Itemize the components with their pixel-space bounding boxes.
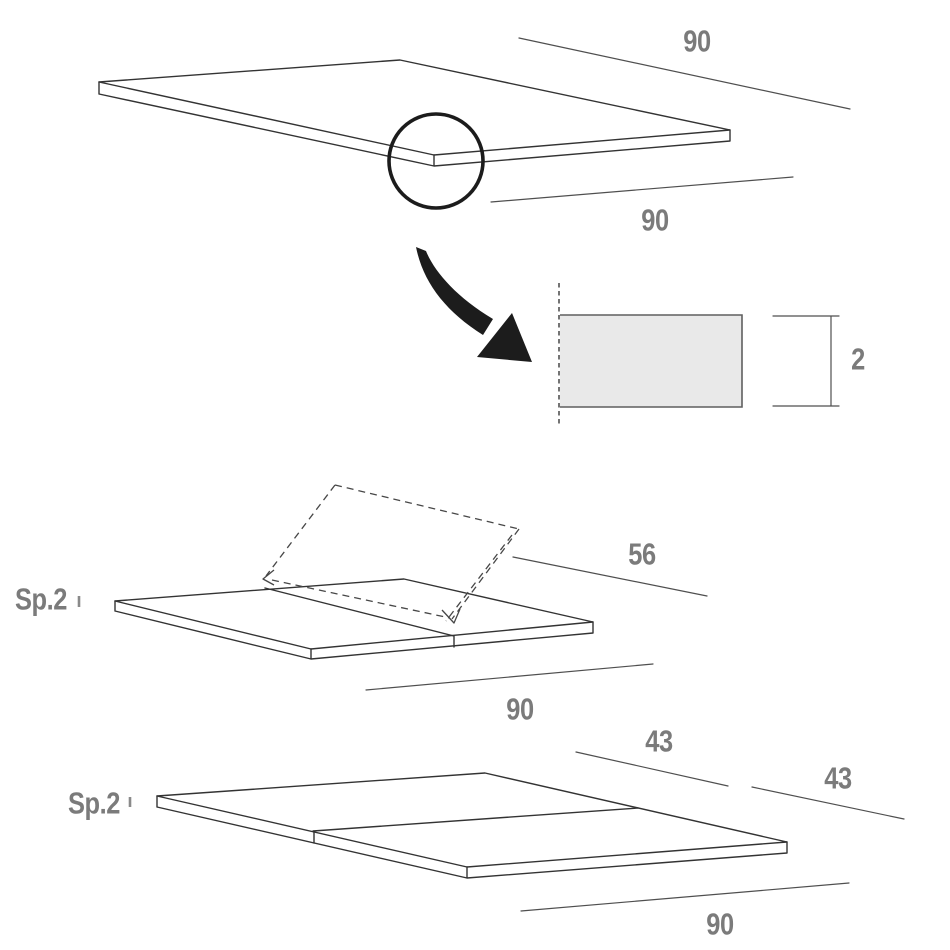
top-panel-top-face xyxy=(98,59,731,156)
bottom-sp2-label: Sp.2 xyxy=(67,785,121,821)
middle-panel-top-face xyxy=(114,578,594,650)
middle-sp2-label: Sp.2 xyxy=(14,581,68,617)
dim-line-middle-front xyxy=(365,663,654,691)
dim-label-bottom-half-far: 43 xyxy=(824,760,852,796)
leaf-hinge-edge xyxy=(271,579,451,619)
leaf-right-edge xyxy=(451,528,520,620)
detail-arrow-swoosh xyxy=(416,247,493,335)
section-rect-fill xyxy=(560,315,742,407)
corner-callout-circle xyxy=(387,112,485,210)
top-panel xyxy=(98,59,731,167)
leaf-right-edge-inner xyxy=(445,534,513,622)
middle-panel-thickness-edges xyxy=(114,600,594,660)
middle-panel xyxy=(114,484,594,660)
dim-line-top-front xyxy=(490,176,794,203)
dim-label-thickness: 2 xyxy=(851,341,865,377)
dim-label-bottom-half-near: 43 xyxy=(645,723,673,759)
dim-line-middle-leaf xyxy=(512,556,708,597)
leaf-left-edge xyxy=(265,484,336,577)
bottom-panel-thickness-edges xyxy=(156,795,788,879)
detail-arrow-head xyxy=(477,313,532,362)
dim-line-bottom-half-far xyxy=(751,786,905,820)
bottom-panel xyxy=(156,772,788,879)
dim-label-middle-front: 90 xyxy=(506,691,534,727)
top-panel-thickness-edges xyxy=(98,81,731,167)
dim-label-middle-leaf: 56 xyxy=(628,536,656,572)
thickness-dimension xyxy=(772,315,840,407)
leaf-hinge-arrowheads xyxy=(262,569,461,624)
detail-arrow xyxy=(416,247,532,362)
dim-label-top-back: 90 xyxy=(683,23,711,59)
section-rect-border xyxy=(560,314,743,408)
dim-line-bottom-half-near xyxy=(575,751,729,787)
dim-label-top-front: 90 xyxy=(641,202,669,238)
leaf-top-edge xyxy=(334,484,520,530)
bottom-panel-seam xyxy=(312,807,639,844)
folding-leaf-dashed xyxy=(262,484,520,624)
dim-line-top-back xyxy=(518,37,851,110)
middle-panel-seam xyxy=(264,587,455,648)
detail-section-view xyxy=(558,283,840,427)
dim-label-bottom-front: 90 xyxy=(706,906,734,942)
dim-line-bottom-front xyxy=(520,882,850,912)
